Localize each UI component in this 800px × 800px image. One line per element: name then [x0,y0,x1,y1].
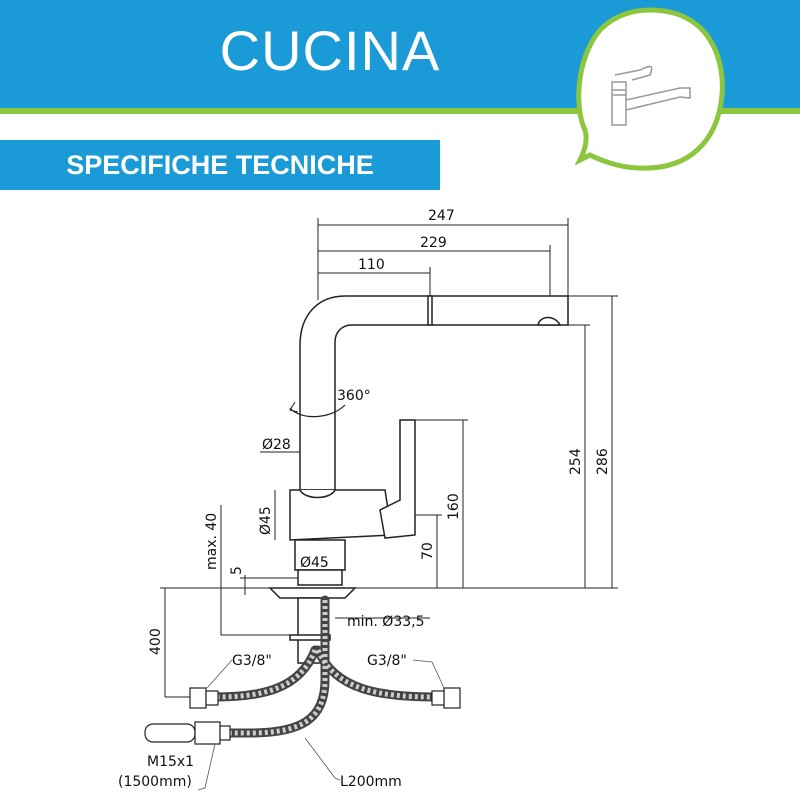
dim-min-hole: min. Ø33,5 [347,614,425,630]
dim-diam-45-body: Ø45 [258,506,274,535]
label-g38-left: G3/8" [232,653,272,669]
header-accent-line [0,108,800,114]
dim-70: 70 [420,542,436,560]
dim-diam-28: Ø28 [262,437,291,453]
dim-160: 160 [446,493,462,520]
dim-110: 110 [358,257,385,273]
label-l200: L200mm [340,774,402,790]
page-title: CUCINA [219,19,441,82]
dim-229: 229 [420,235,447,251]
dim-max-40: max. 40 [204,513,220,570]
dim-5: 5 [229,566,245,575]
section-title: SPECIFICHE TECNICHE [0,140,440,190]
dim-254: 254 [568,448,584,475]
dim-286: 286 [595,448,611,475]
label-hose-length: (1500mm) [118,774,192,790]
dim-400: 400 [148,628,164,655]
label-m15x1: M15x1 [147,754,194,770]
label-g38-right: G3/8" [367,653,407,669]
dim-247: 247 [428,208,455,224]
dim-diam-45-base: Ø45 [300,555,329,571]
kitchen-faucet-icon [574,7,725,171]
rotation-360: 360° [337,388,371,404]
